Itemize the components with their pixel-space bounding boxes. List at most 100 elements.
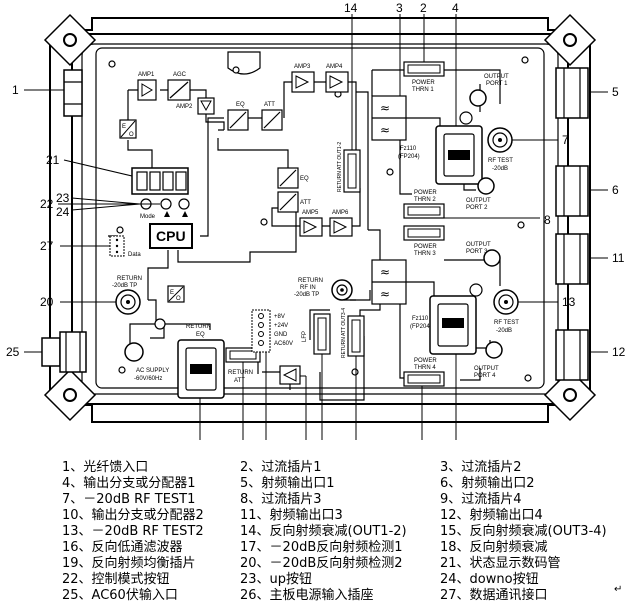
output-port-1: OUTPUT PORT 1 (469, 74, 509, 107)
rf-test-2: RF TEST -20dB (493, 289, 519, 334)
legend-row: 1、光纤馈入口 2、过流插片1 3、过流插片2 (0, 456, 635, 475)
legend-item: 20、－20dB反向射频检测2 (240, 556, 403, 571)
legend-row: 10、输出分支或分配器2 11、射频输出口3 12、射频输出口4 (0, 504, 635, 523)
rftest2-label-2: -20dB (496, 328, 512, 334)
out3-label-2: PORT 3 (466, 249, 488, 255)
amp6-block: AMP6 (329, 210, 353, 237)
svg-text:≈: ≈ (380, 101, 390, 115)
callout-25: 25 (6, 345, 20, 359)
amp6-label: AMP6 (332, 210, 349, 216)
power-8v-label: +8V (274, 314, 285, 320)
power-thrn2-label-1: POWER (414, 190, 437, 196)
legend-item: 15、反向射频衰减(OUT3-4) (440, 524, 607, 539)
rf-output-connector-2 (555, 165, 589, 217)
callout-13: 13 (562, 295, 576, 309)
output-port-2: OUTPUT PORT 2 (466, 177, 495, 211)
att2-block: ATT (277, 191, 311, 213)
callout-14: 14 (344, 1, 358, 15)
fz-b-label-1: Fz110 (412, 316, 429, 322)
return-eq-label-1: RETURN (186, 324, 211, 330)
legend-item: 10、输出分支或分配器2 (62, 508, 204, 523)
ac-supply-block: AC SUPPLY -60V/60Hz (124, 342, 169, 382)
legend-item: 17、－20dB反向射频检测1 (240, 540, 403, 555)
power-24v-label: +24V (274, 323, 288, 329)
legend-item: 12、射频输出口4 (440, 508, 543, 523)
svg-text:≈: ≈ (380, 123, 390, 137)
return-rfin-label-1: RETURN (298, 278, 323, 284)
legend-item: 5、射频输出口1 (240, 476, 335, 491)
legend-item: 9、过流插片4 (440, 492, 522, 507)
svg-text:≈: ≈ (380, 265, 390, 279)
status-display (131, 167, 189, 195)
output-splitter-2: Fz110 (FP204) (410, 295, 477, 355)
e-o-converter: EO (119, 119, 137, 139)
amplifier-layout-diagram: AMP1 AGC AMP2 EO EQ ATT AMP3 AMP4 (6, 1, 626, 440)
return-att-out34: RETURN ATT OUT3-4 (341, 308, 365, 358)
power-thrn3-label-1: POWER (414, 244, 437, 250)
callout-2: 2 (420, 1, 427, 15)
callout-7: 7 (562, 133, 569, 147)
legend-item: 24、downo按钮 (440, 572, 539, 587)
legend-item: 19、反向射频均衡插片 (62, 556, 196, 571)
rftest2-label-1: RF TEST (494, 320, 519, 326)
legend-row: 4、输出分支或分配器1 5、射频输出口1 6、射频输出口2 (0, 472, 635, 491)
rf-output-connector-4 (555, 329, 589, 381)
legend-row: 25、AC60伏输入口 26、主板电源输入插座 27、数据通讯接口 ↵ (0, 584, 635, 603)
output-splitter-1: Fz110 (FP204) (398, 125, 483, 185)
legend-item: 8、过流插片3 (240, 492, 322, 507)
return-att-out34-label: RETURN ATT OUT3-4 (341, 308, 347, 358)
amp1-label: AMP1 (138, 72, 155, 78)
out2-label-1: OUTPUT (466, 198, 491, 204)
power-socket: +8V +24V GND AC60V (251, 309, 293, 353)
amp4-label: AMP4 (326, 64, 343, 70)
legend-item: 26、主板电源输入插座 (240, 588, 374, 603)
return-rf-in-block: RETURN RF IN -20dB TP (294, 278, 353, 301)
att2-label: ATT (300, 200, 311, 206)
legend-item: 14、反向射频衰减(OUT1-2) (240, 524, 407, 539)
svg-text:≈: ≈ (380, 287, 390, 301)
legend-item: 23、up按钮 (240, 572, 313, 587)
housing-inner-1 (71, 33, 569, 405)
return-att-label-1: RETURN (228, 370, 253, 376)
power-thrn-1: POWER THRN 1 (403, 61, 445, 93)
att1-label: ATT (264, 102, 275, 108)
legend-item: 2、过流插片1 (240, 460, 322, 475)
return-tp-block: RETURN -20dB TP (112, 276, 142, 315)
svg-text:O: O (129, 132, 134, 138)
legend-item: 18、反向射频衰减 (440, 540, 548, 555)
output-port-4: OUTPUT PORT 4 (474, 341, 503, 379)
amp5-label: AMP5 (302, 210, 319, 216)
legend-item: 27、数据通讯接口 (440, 588, 548, 603)
power-thrn-3: POWER THRN 3 (403, 225, 445, 257)
agc-label: AGC (173, 72, 187, 78)
ac-supply-label-2: -60V/60Hz (134, 376, 162, 382)
callout-27: 27 (40, 239, 54, 253)
return-tp-label-1: RETURN (117, 276, 142, 282)
svg-text:O: O (176, 296, 181, 302)
eq2-block: EQ (277, 167, 309, 189)
amp1-block: AMP1 (137, 72, 157, 101)
legend-item: 21、状态显示数码管 (440, 556, 561, 571)
out4-label-2: PORT 4 (474, 373, 496, 379)
callout-22: 22 (40, 197, 54, 211)
fz-b-label-2: (FP204) (410, 324, 432, 330)
return-rfin-label-2: RF IN (300, 285, 316, 291)
power-thrn4-label-2: THRN 4 (414, 365, 436, 371)
callout-20: 20 (40, 295, 54, 309)
callout-8: 8 (544, 213, 551, 227)
return-eq-plugin: RETURN EQ (177, 324, 225, 399)
power-thrn1-label-2: THRN 1 (412, 87, 434, 93)
return-mark: ↵ (614, 584, 623, 595)
callout-5: 5 (612, 85, 619, 99)
output-port-3: OUTPUT PORT 3 (466, 242, 501, 267)
callout-23: 23 (56, 191, 70, 205)
legend-row: 7、－20dB RF TEST1 8、过流插片3 9、过流插片4 (0, 488, 635, 507)
callout-12: 12 (612, 345, 626, 359)
callout-3: 3 (396, 1, 403, 15)
agc-block: AGC (167, 72, 191, 101)
legend-item: 11、射频输出口3 (240, 508, 343, 523)
power-ac60-label: AC60V (274, 341, 293, 347)
return-rfin-label-3: -20dB TP (294, 292, 319, 298)
callout-11: 11 (612, 251, 625, 265)
legend-item: 6、射频输出口2 (440, 476, 535, 491)
